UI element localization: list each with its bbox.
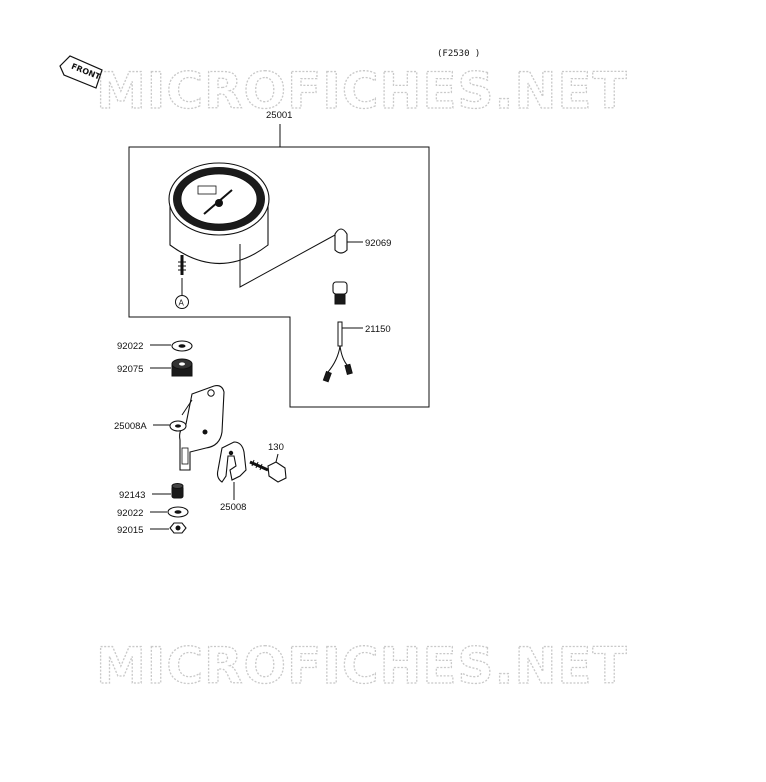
reference-code: (F2530 ): [437, 49, 480, 59]
meter-to-bulb-line: [239, 234, 336, 288]
speedometer: [168, 162, 270, 275]
svg-text:A: A: [179, 299, 185, 308]
bracket-25008a: [153, 385, 225, 471]
label-92069: 92069: [365, 238, 391, 249]
collar-92143: [152, 483, 184, 499]
label-25001: 25001: [266, 110, 292, 121]
label-25008: 25008: [220, 502, 246, 513]
bulb-92069: [334, 228, 363, 254]
label-92022-top: 92022: [117, 341, 143, 352]
label-21150: 21150: [365, 324, 391, 335]
front-arrow-icon: FRONT: [59, 55, 103, 89]
label-25008a: 25008A: [114, 421, 147, 432]
grommet-92075: [150, 358, 193, 377]
bracket-25008: [216, 441, 247, 500]
bulb-socket: [332, 281, 348, 305]
label-92075: 92075: [117, 364, 143, 375]
marker-a: A: [175, 278, 189, 309]
wire-lead-21150: [322, 321, 363, 383]
watermark-top: MICROFICHES.NET: [96, 62, 628, 120]
assembly-outline: [128, 124, 430, 408]
label-92143: 92143: [119, 490, 145, 501]
label-92015: 92015: [117, 525, 143, 536]
label-130: 130: [268, 442, 284, 453]
washer-92022-top: [150, 340, 193, 352]
nut-92015: [150, 522, 187, 534]
washer-92022-bottom: [150, 506, 189, 518]
label-92022-bottom: 92022: [117, 508, 143, 519]
watermark-bottom: MICROFICHES.NET: [96, 637, 628, 695]
bolt-130: [249, 453, 287, 483]
